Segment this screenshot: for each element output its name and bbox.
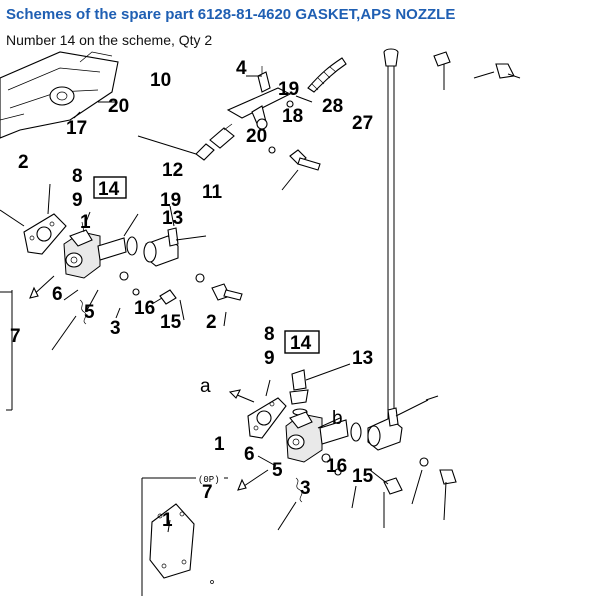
label-op: (0P) [198, 475, 220, 485]
nozzle-body-left [63, 221, 127, 279]
label-13-right: 13 [352, 348, 373, 369]
label-b: b [332, 408, 343, 429]
label-20-left: 20 [108, 96, 129, 117]
sensor-13-right [289, 369, 309, 416]
elbow-13-left [143, 227, 179, 267]
label-1-center: 1 [214, 434, 225, 455]
label-12: 12 [162, 160, 183, 181]
label-9-right: 9 [264, 348, 275, 369]
gasket-14-right [350, 422, 362, 442]
callout-14-right: 14 [284, 330, 320, 354]
bolt-right-b [439, 469, 457, 521]
hose-28 [307, 57, 347, 93]
label-27: 27 [352, 113, 373, 134]
label-11: 11 [202, 182, 223, 203]
label-17: 17 [66, 118, 87, 139]
engine-block-bracket [0, 51, 119, 139]
pipe-vertical [383, 48, 399, 420]
label-7-right: 7 [202, 482, 213, 503]
page-subtitle: Number 14 on the scheme, Qty 2 [6, 32, 213, 48]
label-7-left: 7 [10, 326, 21, 347]
label-6-right: 6 [244, 444, 255, 465]
label-1-cover: 1 [162, 510, 173, 531]
label-16-right: 16 [326, 456, 347, 477]
gasket-2-right [247, 397, 287, 439]
label-18: 18 [282, 106, 303, 127]
bolt-right-a [383, 477, 403, 528]
label-15-left: 15 [160, 312, 182, 333]
nozzle-body-right [285, 411, 349, 463]
bolt-top-right-b [495, 63, 521, 79]
label-10: 10 [150, 70, 171, 91]
label-16-left: 16 [134, 298, 155, 319]
label-8-left: 8 [72, 166, 83, 187]
bolt-top-right-a [433, 51, 451, 90]
page-title: Schemes of the spare part 6128-81-4620 G… [6, 6, 456, 23]
label-28: 28 [322, 96, 343, 117]
gasket-2-left [23, 213, 67, 255]
label-14-right: 14 [290, 333, 312, 354]
label-19-top: 19 [278, 79, 299, 100]
label-2-left: 2 [18, 152, 29, 173]
gasket-14-left [126, 236, 138, 256]
label-2-center: 2 [206, 312, 217, 333]
elbow-right [367, 407, 403, 451]
label-4: 4 [236, 58, 247, 79]
label-13-left: 13 [162, 208, 183, 229]
optional-cover-box [141, 477, 228, 596]
label-20-center: 20 [246, 126, 267, 147]
label-19-left: 19 [160, 190, 181, 211]
bolt-left [211, 283, 243, 301]
label-5-right: 5 [272, 460, 283, 481]
label-3-left: 3 [110, 318, 121, 339]
label-1-left: 1 [80, 212, 91, 233]
label-14-left: 14 [98, 179, 120, 200]
label-8-right: 8 [264, 324, 275, 345]
bolt-top [289, 149, 321, 171]
label-6-left: 6 [52, 284, 63, 305]
sensor-assembly-12 [195, 123, 235, 161]
label-15-right: 15 [352, 466, 374, 487]
label-3-right: 3 [300, 478, 311, 499]
label-9-left: 9 [72, 190, 83, 211]
label-a: a [200, 376, 211, 397]
bracket-4 [226, 66, 292, 130]
callout-14-left: 14 [93, 176, 127, 200]
label-5-left: 5 [84, 302, 95, 323]
